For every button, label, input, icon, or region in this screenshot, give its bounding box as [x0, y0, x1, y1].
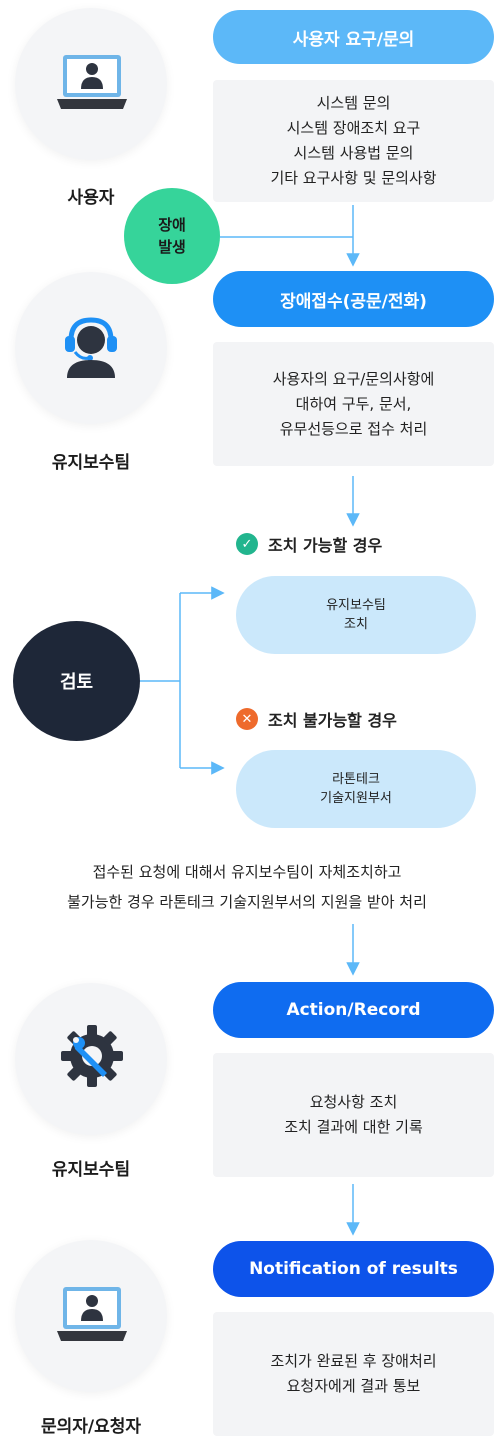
gear-wrench-icon: [61, 1025, 123, 1087]
result-impossible-pill: 라톤테크 기술지원부서: [236, 750, 476, 828]
user-avatar-circle: [15, 8, 167, 160]
headset-agent-icon: [65, 317, 117, 378]
result-possible-pill: 유지보수팀 조치: [236, 576, 476, 654]
review-label: 검토: [59, 672, 94, 693]
note-line: 불가능한 경우 라톤테크 기술지원부서의 지원을 받아 처리: [67, 893, 427, 911]
role-label-requester: 문의자/요청자: [40, 1417, 142, 1437]
step-notify-title: Notification of results: [249, 1259, 458, 1279]
incident-line: 장애: [158, 216, 186, 234]
intake-line: 사용자의 요구/문의사항에: [272, 369, 435, 388]
step-request-title: 사용자 요구/문의: [292, 29, 415, 50]
step-action-box: 요청사항 조치 조치 결과에 대한 기록: [213, 1053, 494, 1177]
request-line: 시스템 장애조치 요구: [286, 119, 421, 137]
notify-line: 요청자에게 결과 통보: [286, 1377, 421, 1395]
request-line: 기타 요구사항 및 문의사항: [270, 169, 437, 187]
role-label-team: 유지보수팀: [51, 453, 131, 473]
role-label-team2: 유지보수팀: [51, 1160, 131, 1180]
result-possible-line: 조치: [344, 617, 368, 632]
result-possible-line: 유지보수팀: [326, 598, 386, 613]
role-label-user: 사용자: [67, 188, 115, 208]
action-line: 조치 결과에 대한 기록: [284, 1118, 423, 1136]
step-action-title: Action/Record: [286, 1000, 421, 1020]
request-line: 시스템 사용법 문의: [293, 144, 414, 162]
action-line: 요청사항 조치: [309, 1093, 398, 1111]
step-intake-box: 사용자의 요구/문의사항에 대하여 구두, 문서, 유무선등으로 접수 처리: [213, 342, 494, 466]
result-impossible-line: 기술지원부서: [320, 791, 392, 806]
incident-line: 발생: [158, 238, 186, 256]
check-icon: ✓: [236, 533, 258, 555]
step-intake-title: 장애접수(공문/전화): [280, 291, 427, 312]
step-request-pill: 사용자 요구/문의: [213, 10, 494, 64]
step-notify-box: 조치가 완료된 후 장애처리 요청자에게 결과 통보: [213, 1312, 494, 1436]
laptop-user-icon: [57, 1287, 127, 1341]
condition-impossible-label: 조치 불가능할 경우: [268, 711, 397, 730]
step-action-pill: Action/Record: [213, 982, 494, 1038]
step-intake-pill: 장애접수(공문/전화): [213, 271, 494, 327]
condition-possible-label: 조치 가능할 경우: [268, 536, 383, 555]
notify-line: 조치가 완료된 후 장애처리: [270, 1352, 437, 1370]
team-avatar-circle: [15, 272, 167, 424]
process-note: 접수된 요청에 대해서 유지보수팀이 자체조치하고 불가능한 경우 라톤테크 기…: [0, 857, 494, 917]
intake-line: 대하여 구두, 문서,: [295, 394, 412, 413]
step-notify-pill: Notification of results: [213, 1241, 494, 1297]
incident-badge: 장애 발생: [124, 188, 220, 284]
note-line: 접수된 요청에 대해서 유지보수팀이 자체조치하고: [92, 863, 402, 881]
x-icon: ✕: [236, 708, 258, 730]
result-impossible-line: 라톤테크: [332, 772, 380, 787]
condition-possible: ✓ 조치 가능할 경우: [236, 532, 382, 556]
intake-line: 유무선등으로 접수 처리: [279, 419, 428, 438]
tools-avatar-circle: [15, 983, 167, 1135]
step-request-box: 시스템 문의 시스템 장애조치 요구 시스템 사용법 문의 기타 요구사항 및 …: [213, 80, 494, 202]
laptop-user-icon: [57, 55, 127, 109]
condition-impossible: ✕ 조치 불가능할 경우: [236, 707, 397, 731]
review-circle: 검토: [13, 621, 140, 741]
requester-avatar-circle: [15, 1240, 167, 1392]
request-line: 시스템 문의: [316, 94, 391, 112]
